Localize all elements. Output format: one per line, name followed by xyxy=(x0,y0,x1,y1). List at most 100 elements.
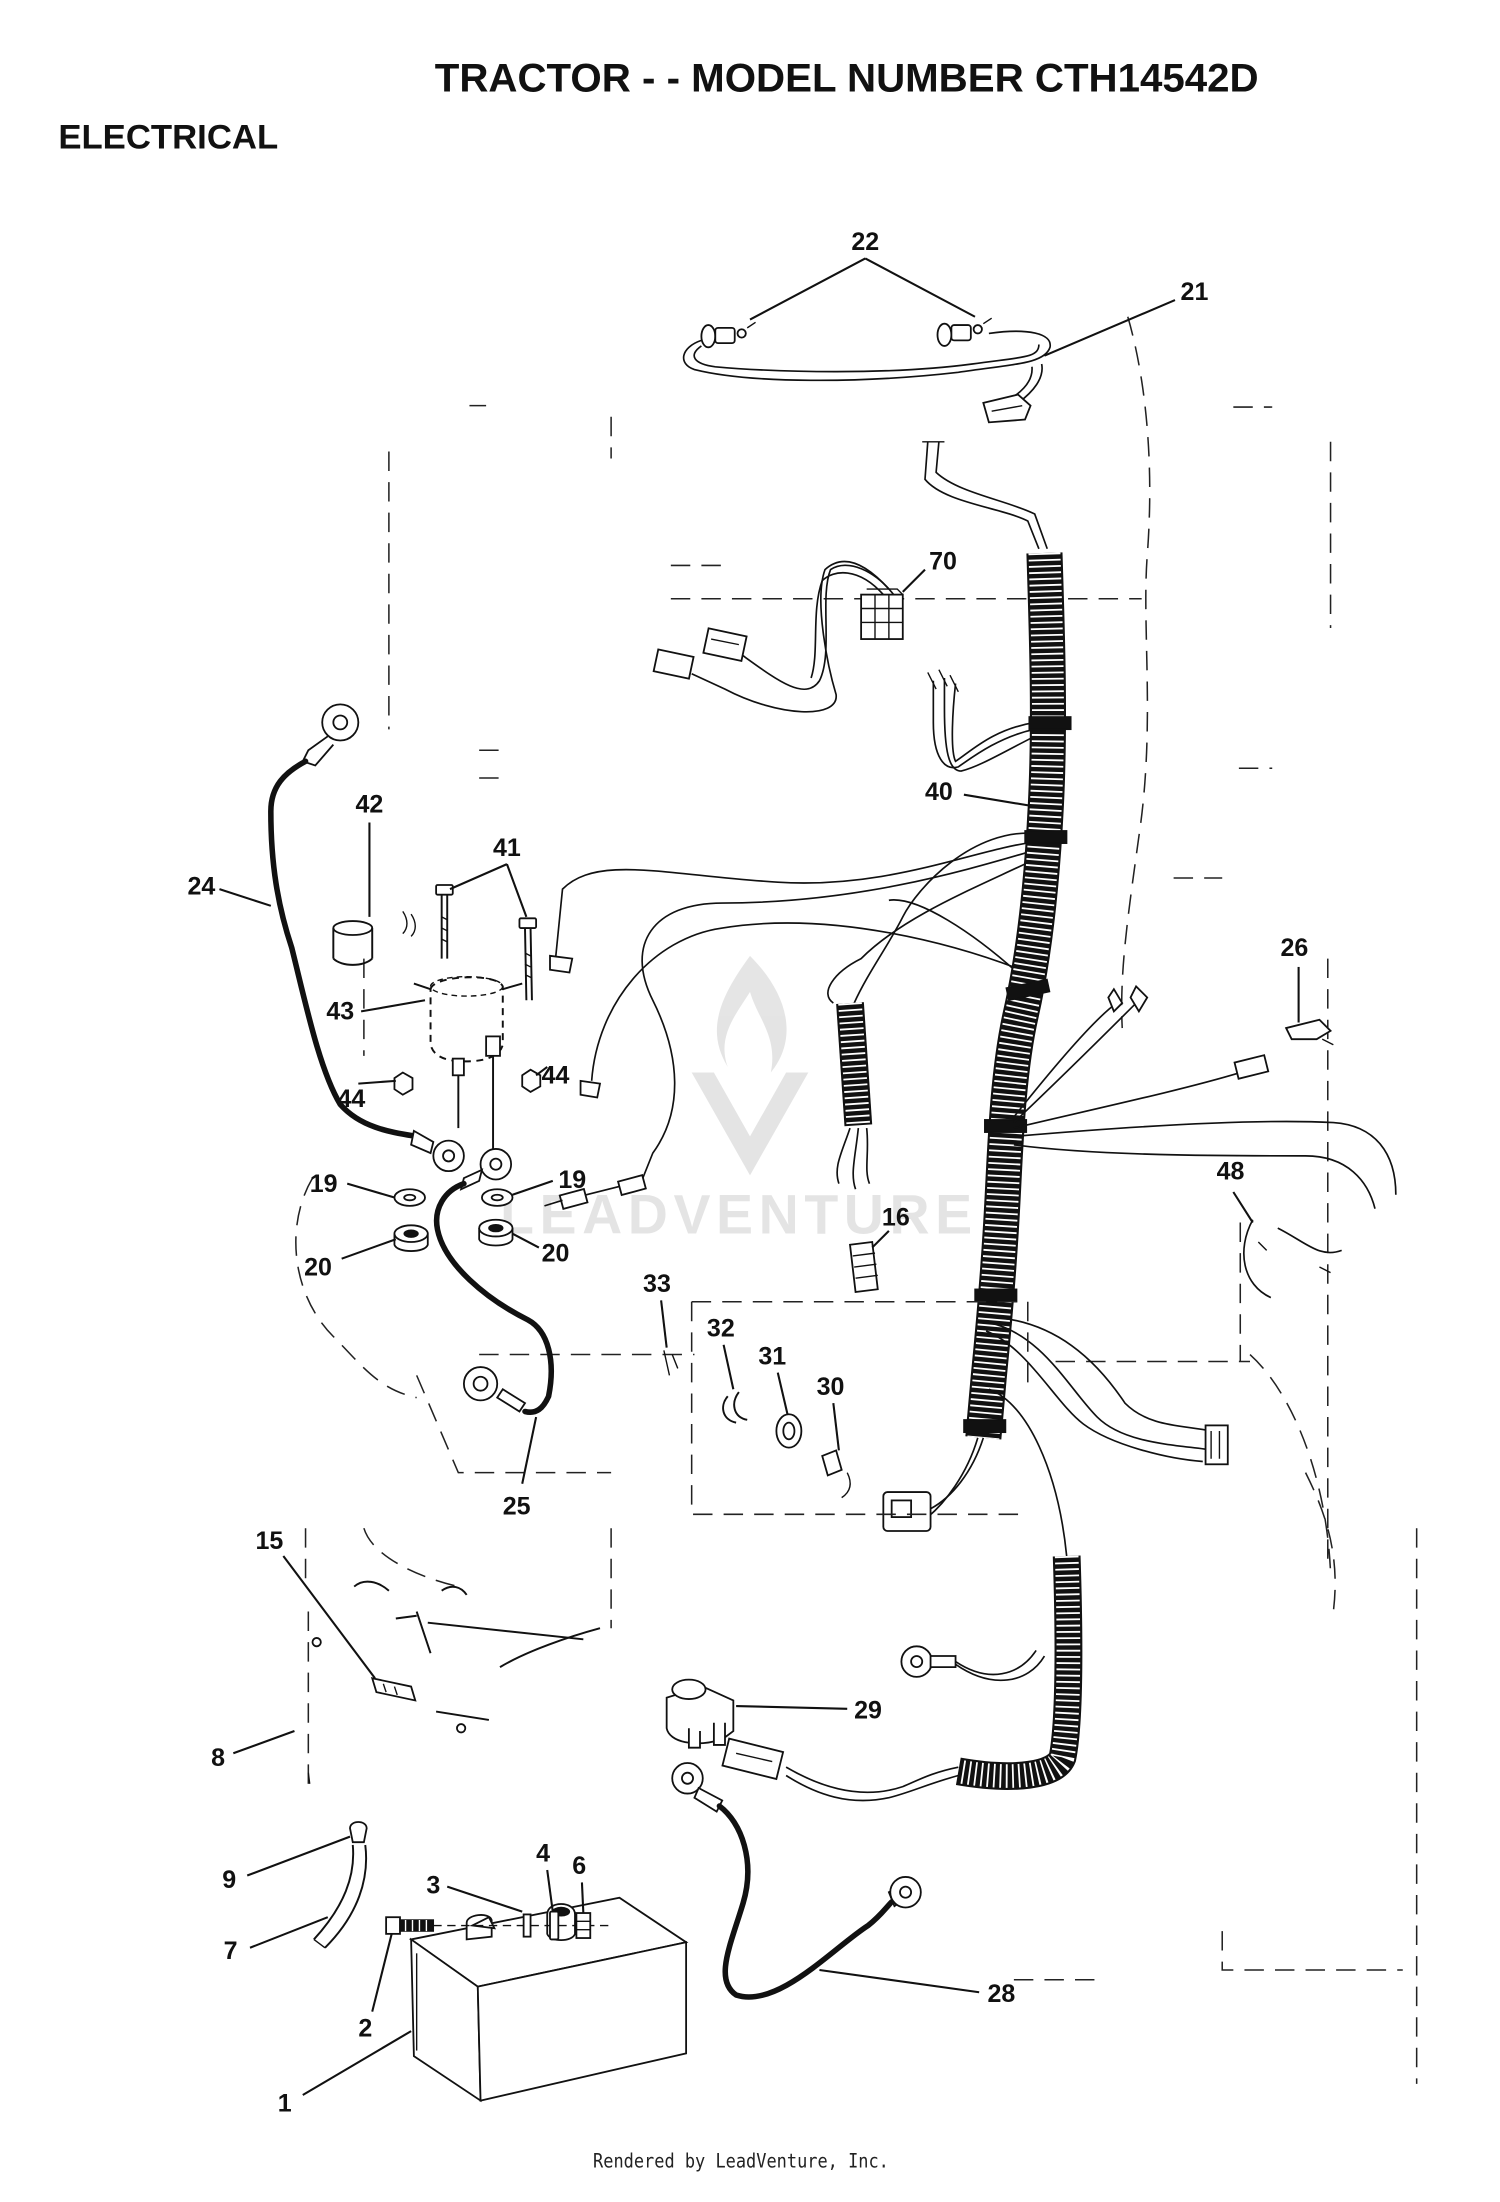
watermark-v-icon xyxy=(691,1072,809,1176)
callout-25[interactable]: 25 xyxy=(503,1492,531,1520)
part-30-key-switch xyxy=(821,1449,851,1499)
callout-30[interactable]: 30 xyxy=(817,1373,845,1401)
callout-15[interactable]: 15 xyxy=(256,1527,284,1555)
part-9-vent-cap xyxy=(349,1821,368,1844)
connector-bottom xyxy=(882,1491,932,1532)
part-25-starter-cable xyxy=(433,1148,554,1415)
wire-harness-conduit xyxy=(963,552,1072,1440)
callout-labels: 22 21 70 40 42 41 24 26 43 44 44 48 19 1… xyxy=(187,228,1308,2118)
leader-line-4 xyxy=(546,1869,554,1912)
part-6-hex-nut xyxy=(575,1912,592,1939)
watermark-flame-icon xyxy=(716,955,787,1073)
leader-line-7 xyxy=(249,1916,329,1949)
callout-43[interactable]: 43 xyxy=(326,998,354,1026)
callout-31[interactable]: 31 xyxy=(758,1342,786,1370)
callout-29[interactable]: 29 xyxy=(854,1697,882,1725)
leader-line-41 xyxy=(449,863,528,918)
callout-48[interactable]: 48 xyxy=(1217,1157,1245,1185)
part-44-nut-left xyxy=(393,1071,414,1096)
callout-2[interactable]: 2 xyxy=(358,2015,372,2043)
leader-line-1 xyxy=(302,2030,412,2096)
harness-plug-left-upper xyxy=(702,627,748,662)
leader-line-31 xyxy=(776,1372,789,1415)
leader-lines xyxy=(219,257,1300,2096)
callout-1[interactable]: 1 xyxy=(278,2090,292,2118)
leader-line-25 xyxy=(521,1416,538,1484)
callout-24[interactable]: 24 xyxy=(187,873,215,901)
callout-70[interactable]: 70 xyxy=(929,548,957,576)
leader-line-43 xyxy=(360,999,426,1013)
callout-16[interactable]: 16 xyxy=(882,1203,910,1231)
callout-33[interactable]: 33 xyxy=(643,1270,671,1298)
part-7-vent-tube xyxy=(313,1844,368,1949)
harness-branch-right xyxy=(1013,1002,1397,1209)
subassembly-box xyxy=(690,1300,1029,1516)
part-19-washer-left xyxy=(393,1188,426,1207)
main-harness-wires-top xyxy=(922,441,1049,550)
part-3-terminal-cover xyxy=(522,1913,532,1938)
part-42-spacer xyxy=(332,910,416,966)
leader-line-44-left xyxy=(358,1079,396,1085)
page-title: TRACTOR - - MODEL NUMBER CTH14542D xyxy=(435,56,1259,101)
leader-line-70 xyxy=(902,568,926,593)
callout-3[interactable]: 3 xyxy=(426,1872,440,1900)
part-1-battery xyxy=(408,1896,689,2103)
leader-line-20-right xyxy=(512,1232,540,1249)
callout-42[interactable]: 42 xyxy=(356,791,384,819)
callout-8[interactable]: 8 xyxy=(211,1744,225,1772)
harness-plug-left-lower xyxy=(652,648,695,680)
callout-44-left[interactable]: 44 xyxy=(337,1085,365,1113)
callout-20-left[interactable]: 20 xyxy=(304,1253,332,1281)
part-16-diode xyxy=(848,1241,879,1294)
callout-19-right[interactable]: 19 xyxy=(558,1166,586,1194)
section-heading: ELECTRICAL xyxy=(58,119,278,157)
callout-40[interactable]: 40 xyxy=(925,778,953,806)
leader-line-44-right xyxy=(535,1066,548,1077)
leader-line-24 xyxy=(219,888,272,907)
leader-line-9 xyxy=(246,1835,351,1877)
callout-41[interactable]: 41 xyxy=(493,834,521,862)
callout-6[interactable]: 6 xyxy=(572,1852,586,1880)
harness-branch-bottom xyxy=(927,1316,1220,1557)
leader-line-48 xyxy=(1232,1191,1254,1224)
leader-line-16 xyxy=(871,1230,890,1249)
part-4-lock-washer xyxy=(549,1910,560,1941)
leader-line-28 xyxy=(819,1968,980,1994)
callout-22[interactable]: 22 xyxy=(851,228,879,256)
part-2-terminal-bolt xyxy=(385,1916,435,1935)
part-31-lock-nut xyxy=(775,1413,803,1449)
inline-fuse-connector xyxy=(544,1173,647,1210)
connector-70 xyxy=(860,588,904,640)
leader-line-30 xyxy=(832,1403,840,1451)
callout-9[interactable]: 9 xyxy=(222,1866,236,1894)
part-24-battery-cable xyxy=(268,703,465,1173)
callout-26[interactable]: 26 xyxy=(1281,934,1309,962)
callout-19-left[interactable]: 19 xyxy=(310,1170,338,1198)
leader-line-15 xyxy=(282,1555,376,1679)
headlight-bulb-right xyxy=(936,317,993,347)
spade-terminals-right xyxy=(1107,984,1149,1014)
part-29-interlock-switch xyxy=(665,1678,735,1749)
ignition-harness-branch xyxy=(691,560,897,713)
callout-7[interactable]: 7 xyxy=(224,1937,238,1965)
callout-4[interactable]: 4 xyxy=(536,1840,550,1868)
leader-line-8 xyxy=(232,1730,295,1755)
part-20-nut-right xyxy=(478,1218,514,1247)
callout-28[interactable]: 28 xyxy=(987,1980,1015,2008)
callout-32[interactable]: 32 xyxy=(707,1314,735,1342)
callout-44-right[interactable]: 44 xyxy=(542,1062,570,1090)
leader-line-29 xyxy=(736,1704,848,1710)
frame-outline-dashed xyxy=(295,316,1418,2084)
flat-terminal-upper xyxy=(549,954,574,974)
part-15-bracket xyxy=(370,1677,417,1702)
connector-bottom-right xyxy=(1204,1424,1229,1466)
flat-terminal-lower xyxy=(579,1079,602,1099)
callout-21[interactable]: 21 xyxy=(1181,278,1209,306)
callout-20-right[interactable]: 20 xyxy=(542,1239,570,1267)
switch-connector xyxy=(721,1737,785,1781)
leader-line-2 xyxy=(371,1933,393,2012)
frame-pieces-lower-left xyxy=(307,1580,601,1784)
leader-line-19-left xyxy=(346,1182,395,1199)
headlight-harness xyxy=(682,330,1051,404)
